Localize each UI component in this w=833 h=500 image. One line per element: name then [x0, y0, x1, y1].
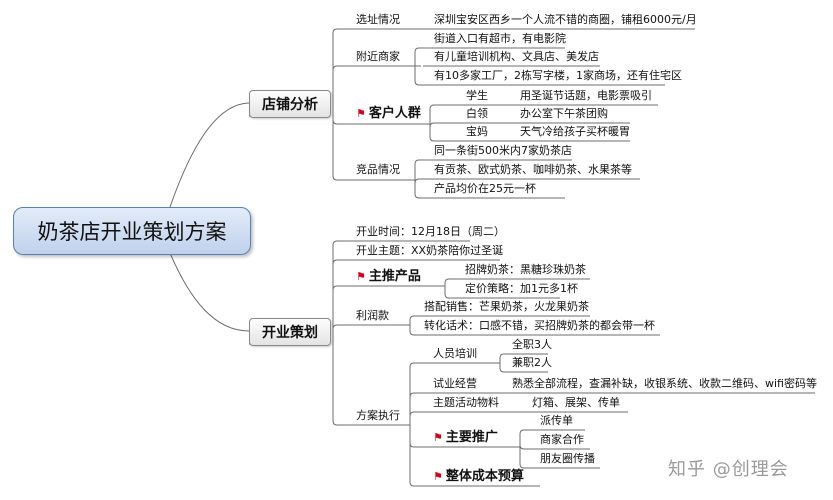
materials-label: 主题活动物料 — [433, 396, 499, 409]
bracket-line — [444, 278, 453, 286]
bracket-line — [332, 324, 341, 331]
bracket-line — [409, 392, 418, 425]
promotion-item: 朋友圈传播 — [540, 452, 595, 465]
open-time: 开业时间：12月18日（周二） — [356, 225, 505, 238]
bracket-line — [409, 425, 418, 487]
bracket-line — [429, 104, 438, 124]
trial-detail: 熟悉全部流程，查漏补缺，收银系统、收款二维码、wifi密码等 — [512, 377, 817, 390]
root-to-branch2 — [169, 252, 250, 332]
customer-group-name: 白领 — [466, 107, 488, 120]
bracket-line — [519, 447, 528, 469]
branch-shop-analysis[interactable]: 店铺分析 — [249, 90, 331, 118]
bracket-line — [409, 362, 418, 425]
competition-item: 同一条街500米内7家奶茶店 — [434, 144, 572, 157]
product-node: ⚑主推产品 — [356, 269, 421, 285]
site-label: 选址情况 — [356, 13, 400, 26]
competition-item: 产品均价在25元一杯 — [434, 182, 536, 195]
root-to-branch1 — [169, 102, 250, 208]
red-flag-icon: ⚑ — [356, 270, 366, 283]
product-item: 招牌奶茶：黑糖珍珠奶茶 — [465, 263, 586, 276]
red-flag-icon: ⚑ — [433, 431, 443, 444]
customer-group-desc: 天气冷给孩子买杯暖胃 — [520, 125, 630, 138]
nearby-item: 有10多家工厂，2栋写字楼，1家商场，还有住宅区 — [434, 69, 682, 82]
product-label: 主推产品 — [368, 269, 421, 284]
training-item: 兼职2人 — [512, 356, 552, 369]
open-theme: 开业主题：XX奶茶陪你过圣诞 — [356, 244, 504, 257]
bracket-line — [409, 411, 418, 425]
bracket-line — [499, 363, 508, 373]
bracket-line — [332, 285, 341, 331]
customer-group-desc: 用圣诞节话题，电影票吸引 — [520, 89, 652, 102]
promotion-item: 派传单 — [540, 414, 573, 427]
nearby-item: 有儿童培训机构、文具店、美发店 — [434, 50, 599, 63]
root-node[interactable]: 奶茶店开业策划方案 — [13, 207, 251, 255]
site-detail: 深圳宝安区西乡一个人流不错的商圈，铺租6000元/月 — [434, 13, 697, 26]
bracket-line — [332, 259, 341, 331]
trial-label: 试业经营 — [433, 377, 477, 390]
bracket-line — [414, 180, 423, 199]
profit-item: 搭配销售：芒果奶茶，火龙果奶茶 — [424, 300, 589, 313]
bracket-line — [429, 122, 438, 128]
promotion-label: 主要推广 — [445, 430, 498, 445]
training-item: 全职3人 — [512, 338, 552, 351]
watermark: 知乎 @创理会 — [668, 459, 789, 480]
bracket-line — [332, 28, 341, 103]
branch-opening-plan[interactable]: 开业策划 — [249, 318, 331, 346]
bracket-line — [332, 240, 341, 331]
bracket-line — [409, 315, 418, 325]
bracket-line — [332, 65, 341, 103]
bracket-line — [519, 429, 528, 447]
customer-group-desc: 办公室下午茶团购 — [520, 107, 608, 120]
bracket-line — [519, 444, 528, 450]
customer-group-name: 宝妈 — [466, 125, 488, 138]
competition-label: 竞品情况 — [356, 163, 400, 176]
competition-item: 有贡茶、欧式奶茶、咖啡奶茶、水果茶等 — [434, 163, 632, 176]
profit-label: 利润款 — [356, 309, 389, 322]
training-label: 人员培训 — [433, 347, 477, 360]
customers-node: ⚑客户人群 — [356, 106, 421, 122]
cost-label: 整体成本预算 — [445, 469, 524, 484]
nearby-item: 街道入口有超市，有电影院 — [434, 32, 566, 45]
bracket-line — [429, 124, 438, 142]
customer-group-name: 学生 — [466, 89, 488, 102]
bracket-line — [499, 353, 508, 363]
product-item: 定价策略：加1元多1杯 — [465, 282, 578, 295]
bracket-line — [414, 159, 423, 180]
cost-node: ⚑整体成本预算 — [433, 469, 524, 485]
execution-label: 方案执行 — [356, 409, 400, 422]
bracket-line — [332, 103, 341, 125]
red-flag-icon: ⚑ — [356, 107, 366, 120]
profit-item: 转化话术：口感不错，买招牌奶茶的都会带一杯 — [424, 319, 655, 332]
bracket-line — [414, 47, 423, 66]
bracket-line — [414, 66, 423, 86]
customers-label: 客户人群 — [368, 106, 421, 121]
bracket-line — [409, 425, 418, 448]
bracket-line — [332, 103, 341, 181]
bracket-line — [409, 325, 418, 336]
nearby-label: 附近商家 — [356, 50, 400, 63]
promotion-node: ⚑主要推广 — [433, 430, 498, 446]
bracket-line — [444, 286, 453, 299]
promotion-item: 商家合作 — [540, 433, 584, 446]
red-flag-icon: ⚑ — [433, 470, 443, 483]
bracket-line — [332, 331, 341, 426]
materials-detail: 灯箱、展架、传单 — [532, 396, 620, 409]
bracket-line — [414, 178, 423, 184]
